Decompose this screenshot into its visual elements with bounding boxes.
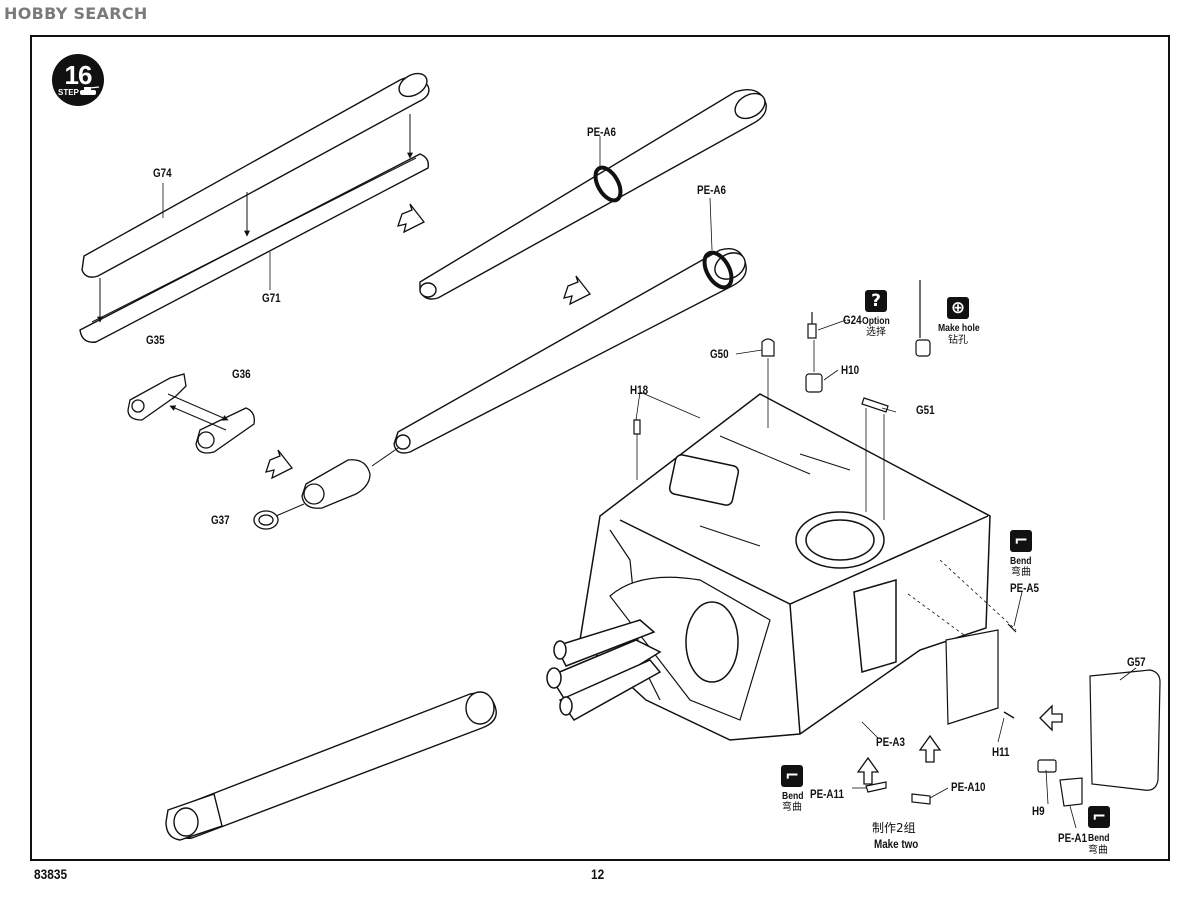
bend-icon: ⌐ xyxy=(781,765,803,787)
part-label-g24: G24 xyxy=(843,313,862,327)
bend-icon: ⌐ xyxy=(1088,806,1110,828)
ring-g37 xyxy=(253,503,305,530)
make-two-label: Make two xyxy=(874,837,919,851)
part-label-g74: G74 xyxy=(153,166,172,180)
step-label: STEP xyxy=(58,88,79,97)
part-label-h10: H10 xyxy=(841,363,860,377)
part-label-h9: H9 xyxy=(1032,804,1045,818)
part-label-pe-a11: PE-A11 xyxy=(810,787,844,801)
page-number: 12 xyxy=(591,866,605,882)
make-hole-label-cn: 钻孔 xyxy=(948,335,968,346)
barrel-assembled-lower xyxy=(393,248,747,454)
logo-text: HOBBY SEARCH xyxy=(4,4,148,23)
barrel-final xyxy=(165,691,497,841)
barrel-assembled-upper xyxy=(419,89,767,300)
part-label-pe-a10: PE-A10 xyxy=(951,780,986,794)
bend-label-cn: 弯曲 xyxy=(1011,567,1031,578)
option-label-cn: 选择 xyxy=(866,327,886,338)
drill-icon: ⊕ xyxy=(947,297,969,319)
part-label-h11: H11 xyxy=(992,745,1010,759)
part-label-pe-a1: PE-A1 xyxy=(1058,831,1087,845)
part-label-g51: G51 xyxy=(916,403,935,417)
bend-label-lower: Bend xyxy=(782,790,804,802)
tank-icon xyxy=(80,86,100,95)
instruction-frame xyxy=(30,35,1170,861)
hollow-arrow-icon xyxy=(265,203,1063,785)
bend-label: Bend xyxy=(1010,555,1032,567)
leader-lines xyxy=(599,136,1137,829)
muzzle-parts-g35-g36 xyxy=(127,373,255,454)
bend-label-right: Bend xyxy=(1088,832,1110,844)
bend-label-right-cn: 弯曲 xyxy=(1088,845,1108,856)
option-label: Option xyxy=(862,315,890,327)
part-label-pe-a6-upper: PE-A6 xyxy=(587,125,616,139)
step-number: 16 xyxy=(64,60,93,90)
part-label-g36: G36 xyxy=(232,367,251,381)
part-label-g37: G37 xyxy=(211,513,230,527)
part-label-pe-a3: PE-A3 xyxy=(876,735,905,749)
part-label-g57: G57 xyxy=(1127,655,1146,669)
muzzle-brake-assembled xyxy=(301,447,399,509)
barrel-halves-g74-g71 xyxy=(79,72,430,343)
bend-icon: ⌐ xyxy=(1010,530,1032,552)
part-label-g35: G35 xyxy=(146,333,165,347)
turret-small-parts xyxy=(633,280,1161,807)
turret-body xyxy=(546,393,1017,741)
step-badge xyxy=(52,54,104,106)
part-label-g71: G71 xyxy=(262,291,281,305)
part-label-pe-a6-lower: PE-A6 xyxy=(697,183,726,197)
part-label-h18: H18 xyxy=(630,383,649,397)
part-label-g50: G50 xyxy=(710,347,729,361)
kit-number: 83835 xyxy=(34,866,68,882)
bend-label-lower-cn: 弯曲 xyxy=(782,802,802,813)
make-two-label-cn: 制作2组 xyxy=(872,821,916,835)
hobby-search-logo: HOBBY SEARCH xyxy=(4,4,148,23)
question-icon: ? xyxy=(865,290,887,312)
make-hole-label: Make hole xyxy=(938,322,980,334)
part-label-pe-a5: PE-A5 xyxy=(1010,581,1039,595)
